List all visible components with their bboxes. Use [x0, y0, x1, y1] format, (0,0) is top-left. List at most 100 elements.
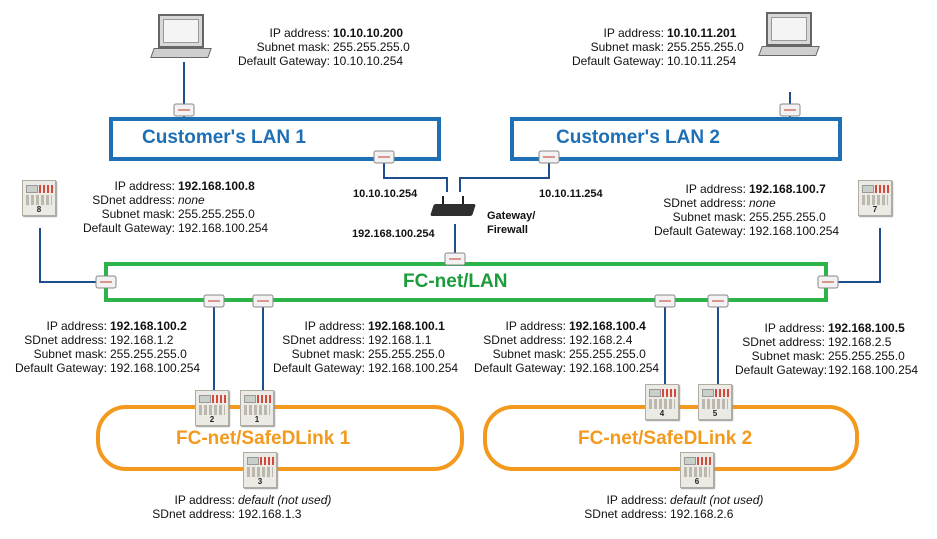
info-value: 192.168.100.254	[368, 361, 459, 375]
control-panel-7: 7	[858, 180, 892, 216]
panel-number: 2	[209, 415, 215, 424]
info-value: default (not used)	[670, 493, 764, 507]
info-label: Default Gateway:	[571, 54, 664, 68]
info-value: 255.255.255.0	[333, 40, 410, 54]
info-row: IP address:192.168.100.5	[735, 321, 937, 335]
info-value: 192.168.1.3	[238, 507, 302, 521]
info-value: 10.10.11.201	[667, 26, 737, 40]
info-label: Default Gateway:	[237, 54, 330, 68]
laptop-icon	[758, 12, 820, 58]
lan2-box	[510, 117, 842, 161]
info-row: SDnet address:192.168.2.4	[468, 333, 679, 347]
info-row: SDnet address:192.168.1.3	[140, 507, 358, 521]
gateway-label: Gateway/ Firewall	[487, 209, 535, 237]
info-label: IP address:	[764, 321, 825, 335]
info-value: 192.168.100.1	[368, 319, 445, 333]
info-value: 10.10.10.200	[333, 26, 404, 40]
info-label: SDnet address:	[663, 196, 746, 210]
info-row: Default Gateway:192.168.100.254	[646, 224, 859, 238]
info-label: SDnet address:	[584, 507, 667, 521]
info-value: 10.10.11.254	[667, 54, 737, 68]
info-label: Subnet mask:	[751, 349, 825, 363]
info-value: 192.168.100.254	[178, 221, 269, 235]
fcnet-label: FC-net/LAN	[403, 271, 508, 292]
info-label: SDnet address:	[92, 193, 175, 207]
info-label: Default Gateway:	[653, 224, 746, 238]
gateway-ip-lan2: 10.10.11.254	[539, 188, 603, 200]
info-label: Default Gateway:	[272, 361, 365, 375]
info-row: SDnet address:none	[646, 196, 859, 210]
info-row: Default Gateway:192.168.100.254	[735, 363, 937, 377]
info-label: Default Gateway:	[14, 361, 107, 375]
info-value: 192.168.100.7	[749, 182, 826, 196]
info-row: IP address:192.168.100.2	[10, 319, 225, 333]
info-value: 192.168.100.5	[828, 321, 905, 335]
panel-number: 3	[257, 477, 263, 486]
info-row: Subnet mask:255.255.255.0	[646, 210, 859, 224]
info-label: IP address:	[269, 26, 330, 40]
info-value: 255.255.255.0	[569, 347, 646, 361]
info-row: Subnet mask:255.255.255.0	[265, 347, 483, 361]
info-row: Default Gateway:192.168.100.254	[10, 361, 225, 375]
info-value: 255.255.255.0	[178, 207, 255, 221]
wire-p8	[39, 228, 104, 283]
info-value: 192.168.100.254	[828, 363, 919, 377]
info-row: Subnet mask:255.255.255.0	[10, 347, 225, 361]
info-label: Subnet mask:	[33, 347, 107, 361]
info-label: IP address:	[685, 182, 746, 196]
info-row: SDnet address:192.168.1.1	[265, 333, 483, 347]
info-label: Subnet mask:	[590, 40, 664, 54]
info-label: IP address:	[114, 179, 175, 193]
info-value: 255.255.255.0	[110, 347, 187, 361]
info-label: Default Gateway:	[82, 221, 175, 235]
info-label: Subnet mask:	[256, 40, 330, 54]
info-row: Subnet mask:255.255.255.0	[735, 349, 937, 363]
info-label: SDnet address:	[483, 333, 566, 347]
info-row: IP address:default (not used)	[140, 493, 358, 507]
info-row: SDnet address:none	[75, 193, 288, 207]
info-row: IP address:192.168.100.8	[75, 179, 288, 193]
info-row: Subnet mask:255.255.255.0	[220, 40, 413, 54]
info-label: IP address:	[603, 26, 664, 40]
info-value: 192.168.100.254	[110, 361, 201, 375]
info-value: default (not used)	[238, 493, 332, 507]
info-value: 192.168.1.2	[110, 333, 174, 347]
info-value: 255.255.255.0	[368, 347, 445, 361]
info-value: 255.255.255.0	[667, 40, 744, 54]
laptop-icon	[150, 14, 212, 60]
wire-lan1-gw	[383, 161, 448, 192]
control-panel-5: 5	[698, 384, 732, 420]
info-label: SDnet address:	[282, 333, 365, 347]
control-panel-2: 2	[195, 390, 229, 426]
sdl2-label: FC-net/SafeDLink 2	[578, 428, 753, 449]
info-label: Subnet mask:	[291, 347, 365, 361]
info-value: 255.255.255.0	[828, 349, 905, 363]
panel-number: 4	[659, 409, 665, 418]
panel-number: 1	[254, 415, 260, 424]
control-panel-1: 1	[240, 390, 274, 426]
panel6-info: IP address:default (not used)SDnet addre…	[572, 493, 790, 521]
gateway-ip-fcnet: 192.168.100.254	[352, 228, 435, 240]
info-label: IP address:	[46, 319, 107, 333]
info-label: IP address:	[505, 319, 566, 333]
info-row: IP address:10.10.11.201	[554, 26, 747, 40]
info-row: Subnet mask:255.255.255.0	[468, 347, 679, 361]
router-icon	[430, 196, 476, 216]
info-value: 192.168.2.5	[828, 335, 892, 349]
info-row: SDnet address:192.168.1.2	[10, 333, 225, 347]
info-value: 192.168.100.2	[110, 319, 187, 333]
lan1-box	[109, 117, 441, 161]
panel-number: 5	[712, 409, 718, 418]
info-value: 10.10.10.254	[333, 54, 404, 68]
panel-number: 8	[36, 205, 42, 214]
info-row: IP address:192.168.100.4	[468, 319, 679, 333]
info-value: 192.168.100.8	[178, 179, 255, 193]
